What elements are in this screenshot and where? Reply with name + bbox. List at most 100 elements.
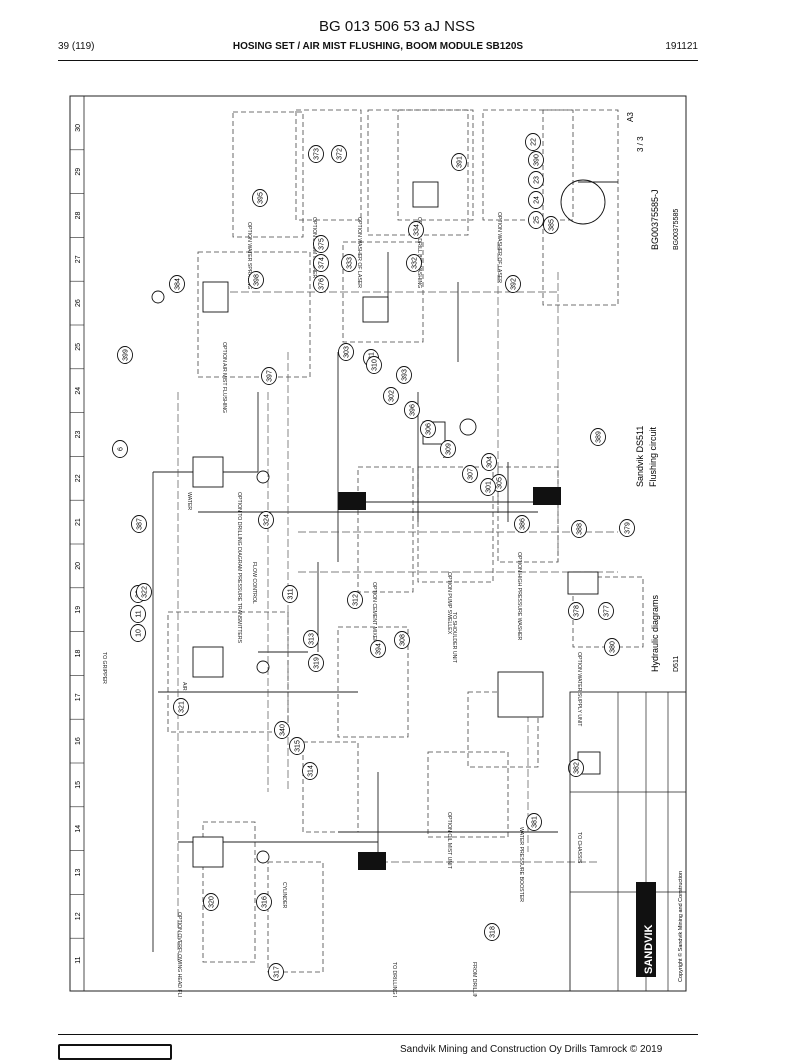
label-water-label: WATER [186, 492, 192, 510]
balloon-number: 389 [596, 431, 603, 443]
balloon-circle [282, 585, 298, 603]
balloon-circle [112, 440, 128, 458]
balloon-number: 390 [534, 154, 541, 166]
balloon-circle [440, 440, 456, 458]
sheet-size: A3 [626, 112, 635, 122]
label-option-water-supply: OPTION WATER SUPPLY UNIT [576, 652, 582, 727]
label-option-pump: OPTION PUMP SWELLEX [446, 572, 452, 635]
balloon-number: 318 [490, 926, 497, 938]
balloon-circle [619, 519, 635, 537]
label-option-washer-unit: OPTION HIGH PRESSURE WASHER [516, 552, 522, 641]
balloon-circle [117, 346, 133, 364]
title-hydraulic: Hydraulic diagrams [650, 594, 660, 672]
balloon-circle [451, 153, 467, 171]
grid-number: 17 [75, 693, 82, 701]
balloon-number: 379 [625, 522, 632, 534]
grid-number: 24 [75, 387, 82, 395]
label-air-label: AIR [181, 682, 187, 691]
brand-logo: SANDVIK [643, 924, 655, 974]
balloon-number: 381 [532, 816, 539, 828]
balloon-circle [370, 640, 386, 658]
label-flow-control: FLOW CONTROL [251, 562, 257, 604]
balloon-number: 6 [118, 447, 125, 451]
grid-number: 21 [75, 518, 82, 526]
grid-number: 25 [75, 343, 82, 351]
balloon-number: 397 [267, 370, 274, 382]
balloon-number: 333 [347, 257, 354, 269]
balloon-number: 321 [179, 701, 186, 713]
balloon-circle [338, 343, 354, 361]
label-water-pressure: WATER PRESSURE BOOSTER [518, 827, 524, 902]
balloon-number: 394 [376, 643, 383, 655]
balloon-number: 320 [209, 896, 216, 908]
balloon-circle [341, 254, 357, 272]
balloon-circle [252, 189, 268, 207]
balloon-number: 396 [410, 404, 417, 416]
balloon-circle [505, 275, 521, 293]
balloon-number: 398 [254, 274, 261, 286]
balloon-circle [308, 145, 324, 163]
balloon-number: 319 [314, 657, 321, 669]
balloon-circle [313, 275, 329, 293]
balloon-circle [130, 624, 146, 642]
balloon-circle [248, 271, 264, 289]
balloon-circle [261, 367, 277, 385]
footer-text: Sandvik Mining and Construction Oy Drill… [400, 1044, 663, 1055]
balloon-circle [289, 737, 305, 755]
balloon-number: 317 [274, 966, 281, 978]
balloon-number: 385 [549, 219, 556, 231]
balloon-circle [406, 254, 422, 272]
footer-rule [58, 1034, 698, 1035]
balloon-circle [528, 211, 544, 229]
sheet-number: 3 / 3 [636, 136, 645, 152]
grid-number: 28 [75, 212, 82, 220]
balloon-circle [528, 191, 544, 209]
balloon-circle [331, 145, 347, 163]
balloon-circle [313, 254, 329, 272]
balloon-number: 375 [319, 238, 326, 250]
grid-number: 30 [75, 124, 82, 132]
balloon-number: 391 [457, 156, 464, 168]
balloon-number: 314 [308, 765, 315, 777]
balloon-circle [528, 171, 544, 189]
balloon-number: 386 [520, 518, 527, 530]
grid-number: 27 [75, 255, 82, 263]
balloon-number: 11 [136, 610, 143, 617]
balloon-number: 309 [446, 443, 453, 455]
balloon-circle [258, 511, 274, 529]
balloon-number: 308 [400, 634, 407, 646]
title-model: D511 [673, 656, 680, 672]
balloon-number: 305 [497, 477, 504, 489]
balloon-circle [568, 759, 584, 777]
balloon-circle [526, 813, 542, 831]
grid-number: 14 [75, 825, 82, 833]
balloon-circle [462, 465, 478, 483]
grid-number: 18 [75, 650, 82, 658]
balloon-number: 399 [123, 349, 130, 361]
grid-number: 15 [75, 781, 82, 789]
copyright: Copyright © Sandvik Mining and Construct… [677, 871, 684, 982]
balloon-number: 310 [372, 359, 379, 371]
balloon-circle [173, 698, 189, 716]
balloon-circle [131, 515, 147, 533]
balloon-circle [256, 893, 272, 911]
balloon-number: 373 [314, 148, 321, 160]
balloon-number: 395 [258, 192, 265, 204]
balloon-circle [481, 453, 497, 471]
grid-number: 29 [75, 168, 82, 176]
label-option-drill-wash: OPTION DRILL BIT WASHING [416, 217, 422, 288]
balloon-number: 377 [604, 605, 611, 617]
label-cylinder: CYLINDER [281, 882, 287, 908]
balloon-circle [302, 762, 318, 780]
balloon-number: 302 [389, 390, 396, 402]
balloon-circle [514, 515, 530, 533]
title-block: SANDVIK Hydraulic diagrams D511 Sandvik … [569, 112, 687, 992]
balloon-circle [571, 520, 587, 538]
balloon-circle [394, 631, 410, 649]
balloon-number: 24 [534, 196, 541, 204]
drawing-number-short: BG00375585 [673, 209, 680, 250]
balloon-number: 304 [487, 456, 494, 468]
label-to-chassis: TO CHASSIS [576, 832, 582, 864]
